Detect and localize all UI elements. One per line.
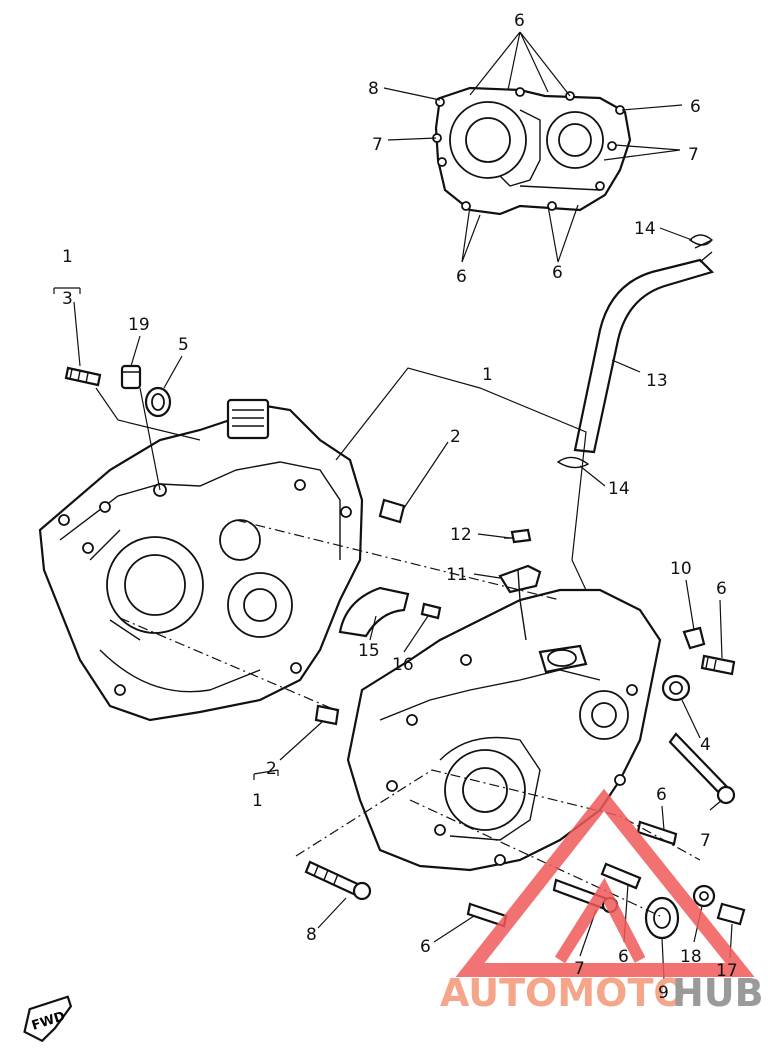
callout-7: 7 xyxy=(372,135,383,155)
callout-16: 16 xyxy=(392,655,414,675)
callout-14: 14 xyxy=(608,479,630,499)
callout-6: 6 xyxy=(552,263,563,283)
fwd-arrow-icon: FWD xyxy=(23,995,73,1043)
callout-18: 18 xyxy=(680,947,702,967)
callout-6: 6 xyxy=(716,579,727,599)
clip-10 xyxy=(682,626,706,650)
dowel-pin-2-upper xyxy=(378,498,406,524)
oil-seal-4 xyxy=(661,674,691,702)
callout-7: 7 xyxy=(574,959,585,979)
callout-13: 13 xyxy=(646,371,668,391)
watermark-text-b: HUB xyxy=(672,971,764,1015)
breather-hose xyxy=(573,239,715,454)
callout-2: 2 xyxy=(450,427,461,447)
assembly-lines xyxy=(119,519,701,917)
logo-triangle-icon xyxy=(455,788,755,977)
top-leader-lines xyxy=(383,31,683,263)
callout-8: 8 xyxy=(368,79,379,99)
callout-1: 1 xyxy=(62,247,73,267)
callout-2: 2 xyxy=(266,759,277,779)
washer-18 xyxy=(692,884,716,908)
callout-19: 19 xyxy=(128,315,150,335)
callout-12: 12 xyxy=(450,525,472,545)
plug-19 xyxy=(120,364,142,390)
crankcase-gasket xyxy=(432,86,632,216)
dowel-pin-2-lower xyxy=(314,704,340,726)
bolt-7-long xyxy=(668,732,736,805)
callout-1: 1 xyxy=(482,365,493,385)
stud-bolt-3 xyxy=(64,366,102,387)
screw-16 xyxy=(420,602,442,620)
screw-12 xyxy=(504,528,532,544)
plate-15 xyxy=(338,586,410,638)
callout-labels: 6 8 6 7 7 6 6 14 1 3 19 5 13 1 2 14 12 1… xyxy=(62,11,738,1003)
hose-clip-lower xyxy=(556,456,590,469)
callout-6: 6 xyxy=(420,937,431,957)
callout-14: 14 xyxy=(634,219,656,239)
callout-5: 5 xyxy=(178,335,189,355)
callout-6: 6 xyxy=(456,267,467,287)
callout-6: 6 xyxy=(690,97,701,117)
callout-10: 10 xyxy=(670,559,692,579)
callout-6: 6 xyxy=(514,11,525,31)
bolt-6-right xyxy=(700,654,736,676)
oil-seal-9 xyxy=(644,896,680,940)
callout-17: 17 xyxy=(716,961,738,981)
callout-4: 4 xyxy=(700,735,711,755)
callout-3: 3 xyxy=(62,289,73,309)
callout-7: 7 xyxy=(688,145,699,165)
oil-seal-5 xyxy=(144,386,172,418)
callout-8: 8 xyxy=(306,925,317,945)
bolt-8-left xyxy=(304,860,372,901)
crankcase-right-half xyxy=(346,588,662,872)
crankcase-left-half xyxy=(38,398,364,722)
plug-17 xyxy=(716,902,746,926)
callout-7: 7 xyxy=(700,831,711,851)
watermark-text-a: AUTOMOTO xyxy=(440,971,686,1015)
callout-11: 11 xyxy=(446,565,468,585)
automotohub-logo xyxy=(455,788,755,977)
callout-9: 9 xyxy=(658,983,669,1003)
hose-clip-upper xyxy=(688,234,713,246)
callout-6: 6 xyxy=(618,947,629,967)
callout-1: 1 xyxy=(252,791,263,811)
callout-6: 6 xyxy=(656,785,667,805)
callout-15: 15 xyxy=(358,641,380,661)
bolt-6-bottom-right xyxy=(600,862,642,890)
fitting-11 xyxy=(498,564,542,641)
